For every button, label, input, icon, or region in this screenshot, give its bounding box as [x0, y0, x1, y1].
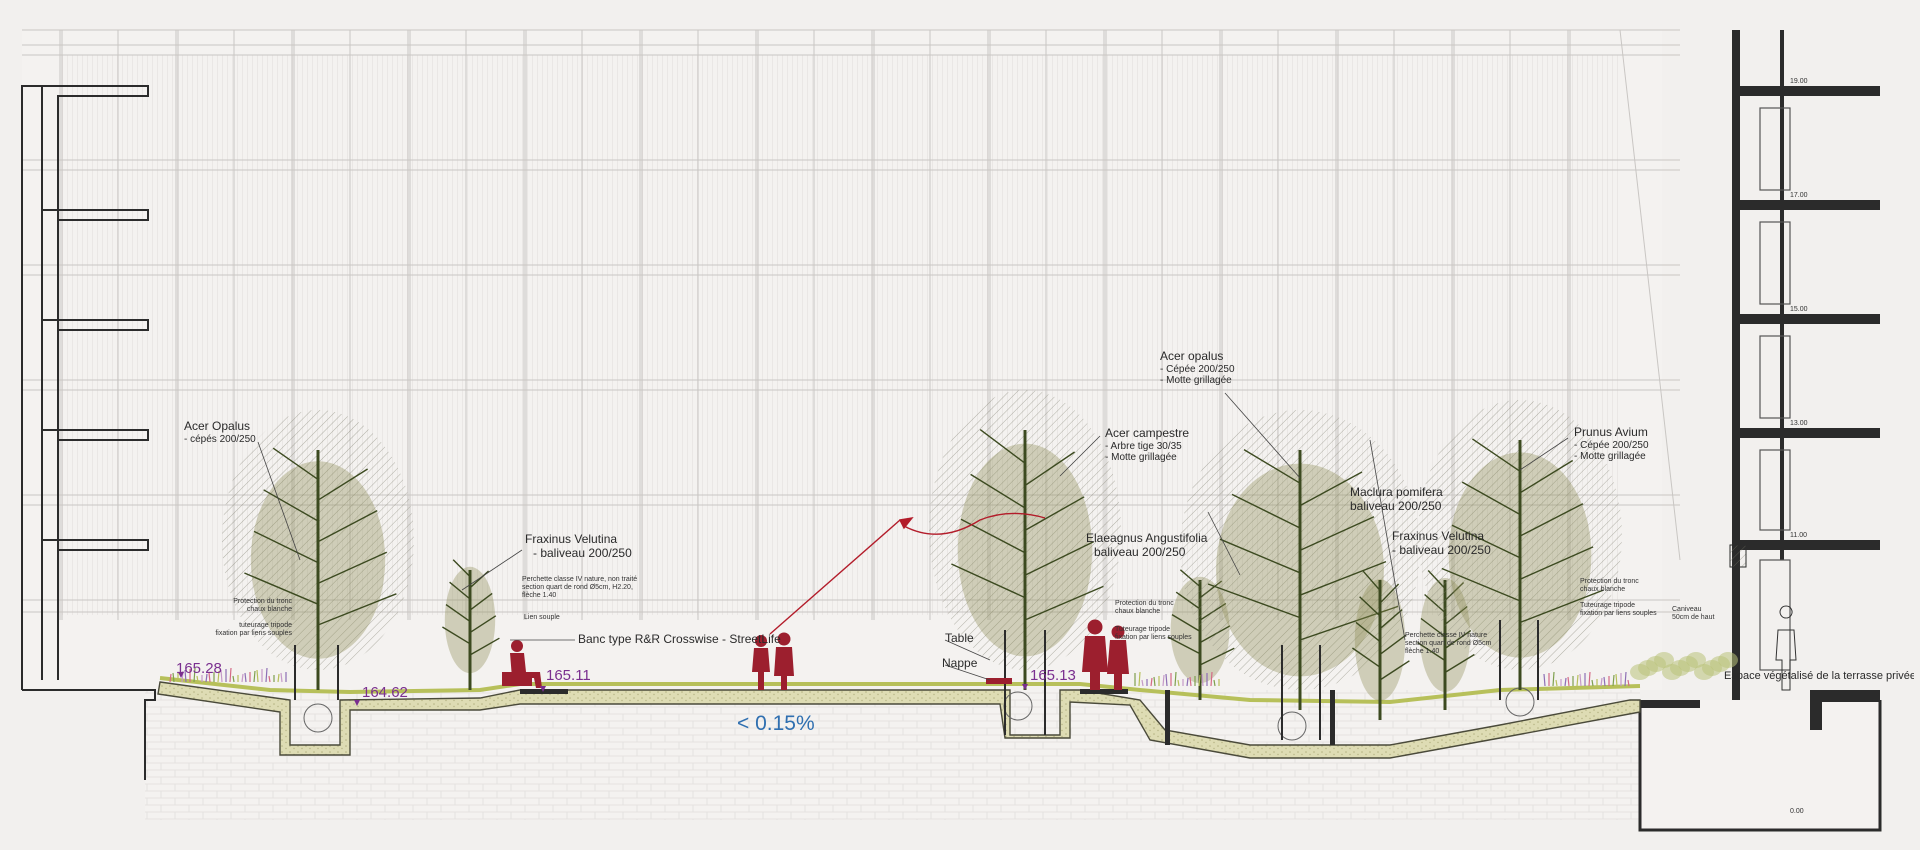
elevation-165-28: 165.28	[176, 660, 222, 677]
level-mark: 15.00	[1790, 306, 1808, 313]
label-title: Fraxinus Velutina	[1392, 529, 1485, 543]
acer-campestre-label: Acer campestre - Arbre tige 30/35 - Mott…	[1105, 426, 1190, 464]
label-line: fixation par liens souples	[215, 630, 292, 638]
left-building-section	[21, 85, 156, 780]
tree	[929, 390, 1121, 690]
tuteurage-mid-label: Tuteurage tripode fixation par liens sou…	[1115, 626, 1192, 642]
protection-left-label: Protection du tronc chaux blanche	[190, 598, 292, 614]
label-line: - Motte grillagée	[1160, 375, 1232, 387]
fraxinus-velutina-right-label: Fraxinus Velutina - baliveau 200/250	[1392, 529, 1491, 558]
label-title: Maclura pomifera	[1350, 485, 1443, 499]
level-mark: 11.00	[1790, 532, 1807, 539]
protection-right-label: Protection du tronc chaux blanche	[1580, 578, 1639, 594]
caniveau-label: Caniveau 50cm de haut	[1672, 606, 1714, 622]
level-mark: 13.00	[1790, 420, 1808, 427]
tree	[1418, 400, 1622, 690]
label-line: flèche 1.40	[1405, 648, 1440, 656]
perchette-right-label: Perchette classe IV nature section quart…	[1405, 632, 1491, 656]
label-line: Perchette classe IV nature, non traité	[522, 576, 638, 583]
label-title: Acer Opalus	[184, 419, 251, 433]
seated-person	[502, 640, 542, 688]
label-line: flèche 1.40	[522, 592, 557, 600]
label-title: Fraxinus Velutina	[525, 532, 618, 546]
table	[986, 678, 1012, 684]
child-with-kite	[752, 635, 770, 690]
perchette-label: Perchette classe IV nature, non traité s…	[522, 576, 637, 600]
adult-walking	[774, 632, 794, 690]
label-line: Protection du tronc	[233, 598, 292, 605]
label-line: Tuteurage tripode	[1115, 626, 1170, 633]
bench-label: Banc type R&R Crosswise - StreetLife	[578, 632, 781, 646]
elaeagnus-label: Elaeagnus Angustifolia baliveau 200/250	[1086, 531, 1208, 560]
label-line: - baliveau 200/250	[1392, 542, 1491, 557]
couple-left	[1082, 619, 1108, 690]
maclura-label: Maclura pomifera baliveau 200/250	[1350, 485, 1443, 514]
label-line: chaux blanche	[1580, 586, 1626, 594]
leader-lines	[257, 392, 1569, 681]
label-line: chaux blanche	[1115, 608, 1161, 616]
label-line: 50cm de haut	[1672, 614, 1715, 622]
label-line: - cépés 200/250	[184, 433, 256, 445]
label-title: Acer opalus	[1160, 349, 1224, 363]
label-line: tuteurage tripode	[239, 622, 292, 629]
elevation-165-11: 165.11	[546, 667, 591, 684]
protection-mid-label: Protection du tronc chaux blanche	[1115, 600, 1174, 616]
tuteurage-left-label: tuteurage tripode fixation par liens sou…	[160, 622, 292, 638]
table-label: Table	[945, 631, 974, 645]
label-line: Perchette classe IV nature	[1405, 632, 1488, 639]
nappe-label: Nappe	[942, 656, 978, 670]
espace-vegetalise-label: Espace végétalisé de la terrasse privée	[1724, 670, 1914, 682]
level-mark: 19.00	[1790, 78, 1808, 85]
elevation-165-13: 165.13	[1030, 667, 1076, 684]
people-silhouettes	[502, 619, 1129, 690]
flower-strips	[169, 652, 1738, 687]
label-line: - Cépée 200/250	[1160, 363, 1235, 375]
tuteurage-right-label: Tuteurage tripode fixation par liens sou…	[1580, 602, 1657, 618]
label-line: - Cépée 200/250	[1574, 439, 1649, 451]
label-line: - Arbre tige 30/35	[1105, 440, 1182, 452]
label-title: Acer campestre	[1105, 426, 1190, 440]
tree	[442, 559, 500, 690]
label-line: fixation par liens souples	[1580, 610, 1657, 618]
prunus-avium-label: Prunus Avium - Cépée 200/250 - Motte gri…	[1574, 425, 1649, 463]
right-building-section	[1638, 30, 1882, 832]
label-line: baliveau 200/250	[1350, 498, 1442, 513]
slope-annotation: < 0.15%	[737, 712, 815, 735]
label-line: chaux blanche	[246, 606, 292, 614]
label-line: baliveau 200/250	[1094, 544, 1186, 559]
ground-section	[157, 676, 1641, 759]
label-title: Elaeagnus Angustifolia	[1086, 531, 1208, 545]
label-line: Tuteurage tripode	[1580, 602, 1635, 609]
tree	[1180, 410, 1420, 710]
label-line: fixation par liens souples	[1115, 634, 1192, 642]
label-line: - Motte grillagée	[1574, 451, 1646, 463]
tree	[1352, 570, 1410, 720]
kite	[769, 512, 1046, 635]
label-title: Prunus Avium	[1574, 425, 1648, 439]
label-line: - baliveau 200/250	[533, 545, 632, 560]
label-line: section quart de rond Ø5cm	[1405, 640, 1492, 648]
acer-opalus-right-label: Acer opalus - Cépée 200/250 - Motte gril…	[1160, 349, 1235, 387]
acer-opalus-left-label: Acer Opalus - cépés 200/250	[184, 419, 256, 445]
level-mark: 0.00	[1790, 808, 1804, 815]
label-line: Protection du tronc	[1580, 578, 1639, 585]
tree-grates	[294, 620, 1539, 740]
label-line: - Motte grillagée	[1105, 452, 1177, 464]
couple-right	[1107, 625, 1129, 690]
lien-souple-label: Lien souple	[524, 614, 560, 621]
label-line: Caniveau	[1672, 606, 1702, 613]
elevation-164-62: 164.62	[362, 684, 408, 701]
level-mark: 17.00	[1790, 192, 1808, 199]
label-line: Protection du tronc	[1115, 600, 1174, 607]
elevation-markers	[178, 672, 1028, 706]
label-line: section quart de rond Ø5cm, H2.20,	[522, 584, 633, 592]
fraxinus-velutina-left-label: Fraxinus Velutina - baliveau 200/250	[525, 532, 632, 561]
